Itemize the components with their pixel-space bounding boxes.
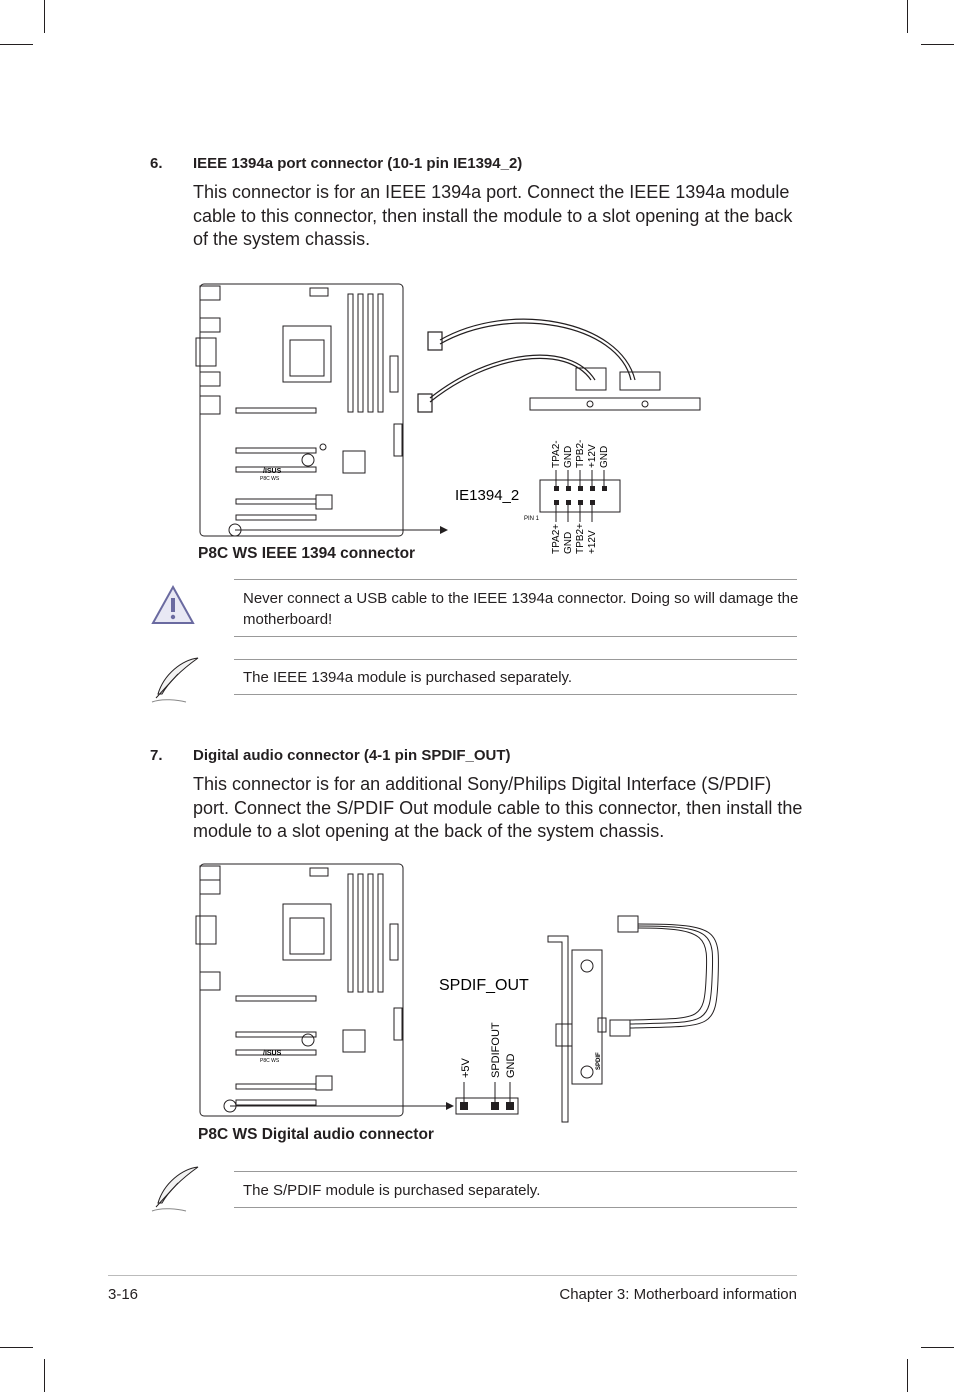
page-number: 3-16 bbox=[108, 1286, 139, 1303]
ie1394-header bbox=[539, 470, 621, 522]
warning-text: Never connect a USB cable to the IEEE 13… bbox=[243, 590, 799, 628]
crop-mark bbox=[907, 0, 908, 33]
motherboard-outline bbox=[195, 863, 404, 1117]
section-6-number: 6. bbox=[150, 155, 163, 172]
crop-mark bbox=[921, 44, 954, 45]
figure-6-caption: P8C WS IEEE 1394 connector bbox=[198, 545, 416, 562]
warning-icon bbox=[151, 584, 195, 624]
divider bbox=[234, 659, 797, 660]
board-logo: /ISUS P8C WS bbox=[260, 468, 282, 482]
spdif-bracket bbox=[547, 915, 719, 1123]
pin-label: TPA2+ bbox=[551, 524, 562, 554]
chapter-title: Chapter 3: Motherboard information bbox=[559, 1286, 797, 1303]
pin-label: GND bbox=[599, 446, 610, 468]
crop-mark bbox=[0, 1347, 33, 1348]
arrow-head-icon bbox=[446, 1102, 454, 1110]
divider bbox=[234, 1171, 797, 1172]
pin-label: TPB2- bbox=[575, 440, 586, 468]
spdif-header-label: SPDIF_OUT bbox=[439, 977, 529, 994]
svg-text:P8C WS: P8C WS bbox=[260, 476, 280, 482]
divider bbox=[234, 694, 797, 695]
pin-label: GND bbox=[505, 1054, 517, 1079]
divider bbox=[234, 636, 797, 637]
crop-mark bbox=[921, 1347, 954, 1348]
svg-text:/ISUS: /ISUS bbox=[263, 1050, 282, 1057]
feather-note-icon bbox=[151, 657, 199, 703]
pin-label: GND bbox=[563, 532, 574, 554]
motherboard-outline bbox=[195, 283, 404, 537]
section-7-title: Digital audio connector (4-1 pin SPDIF_O… bbox=[193, 747, 511, 764]
spdif-bracket-label: SPDIF bbox=[596, 1052, 602, 1070]
spdif-header bbox=[455, 1082, 519, 1115]
crop-mark bbox=[0, 44, 33, 45]
pin-label: +12V bbox=[587, 530, 598, 554]
svg-text:/ISUS: /ISUS bbox=[263, 468, 282, 475]
pin-label: TPB2+ bbox=[575, 523, 586, 554]
arrow-head-icon bbox=[440, 526, 448, 534]
pin-label: +12V bbox=[587, 444, 598, 468]
crop-mark bbox=[44, 0, 45, 33]
footer-rule bbox=[108, 1275, 797, 1276]
section-7-number: 7. bbox=[150, 747, 163, 764]
svg-text:P8C WS: P8C WS bbox=[260, 1058, 280, 1064]
section-7-body: This connector is for an additional Sony… bbox=[193, 774, 803, 841]
board-logo: /ISUS P8C WS bbox=[260, 1050, 282, 1064]
pin-label: TPA2- bbox=[551, 440, 562, 468]
note-text: The S/PDIF module is purchased separatel… bbox=[243, 1182, 541, 1199]
spdif-diagram: /ISUS P8C WS SPDIF_OUT +5V SPDIFOUT GND … bbox=[195, 863, 719, 1123]
figure-7-caption: P8C WS Digital audio connector bbox=[198, 1126, 434, 1143]
ie1394-header-label: IE1394_2 bbox=[455, 487, 519, 504]
note-text: The IEEE 1394a module is purchased separ… bbox=[243, 669, 573, 686]
ieee1394-diagram: /ISUS P8C WS bbox=[195, 283, 701, 554]
crop-mark bbox=[44, 1359, 45, 1392]
divider bbox=[234, 1207, 797, 1208]
divider bbox=[234, 579, 797, 580]
pin-label: +5V bbox=[460, 1057, 472, 1078]
pin-label: GND bbox=[563, 446, 574, 468]
crop-mark bbox=[907, 1359, 908, 1392]
section-6-body: This connector is for an IEEE 1394a port… bbox=[193, 182, 793, 249]
pin-label: SPDIFOUT bbox=[490, 1022, 502, 1078]
ieee1394-bracket bbox=[529, 367, 701, 411]
feather-note-icon bbox=[151, 1166, 199, 1212]
section-6-title: IEEE 1394a port connector (10-1 pin IE13… bbox=[193, 155, 523, 172]
pin1-label: PIN 1 bbox=[524, 516, 540, 522]
